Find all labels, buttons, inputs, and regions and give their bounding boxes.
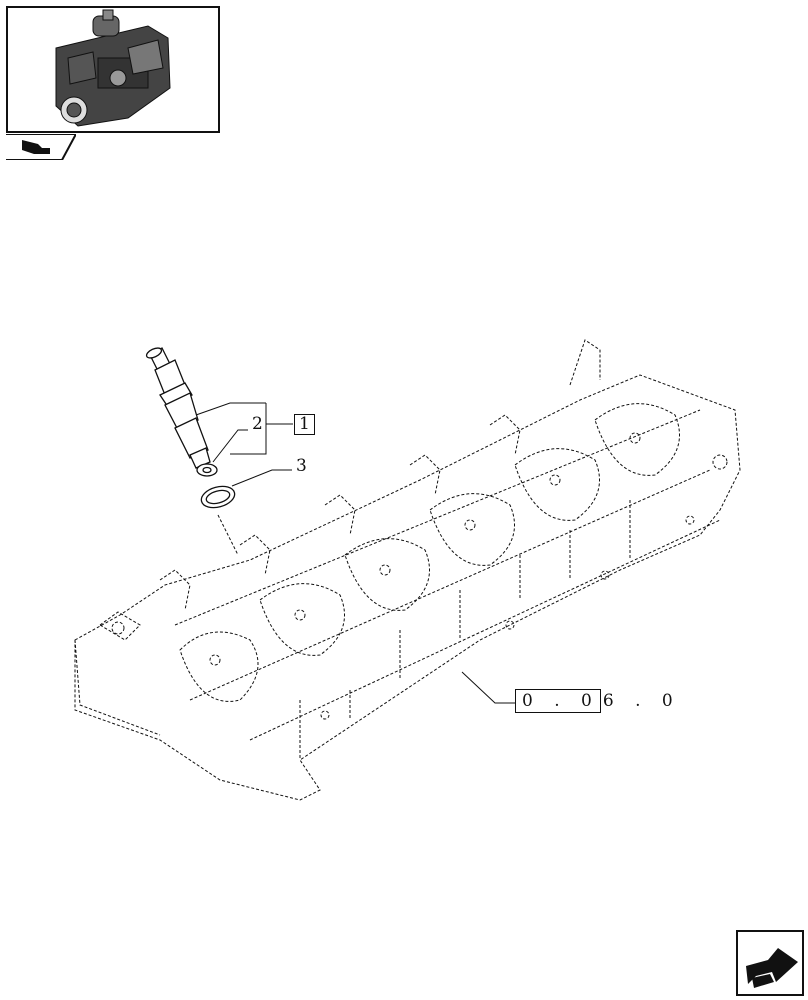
next-page-arrow-icon (746, 948, 798, 988)
injector-part (145, 347, 211, 469)
reference-boxed: 0 . 0 (515, 689, 601, 713)
callout-item-1: 1 (294, 414, 315, 435)
callout-item-2: 2 (252, 414, 263, 434)
washer-part (196, 463, 218, 477)
oring-part (200, 485, 236, 509)
engine-thumbnail (6, 6, 220, 133)
callout-item-3: 3 (296, 456, 307, 476)
reference-rest: 6 . 0 (602, 691, 681, 711)
engine-thumbnail-icon (55, 9, 171, 127)
next-page-button[interactable] (736, 930, 804, 996)
cross-reference-link[interactable]: 0 . 0 6 . 0 (515, 689, 681, 713)
folder-arrow-icon (6, 134, 76, 160)
folder-tab[interactable] (6, 134, 76, 160)
